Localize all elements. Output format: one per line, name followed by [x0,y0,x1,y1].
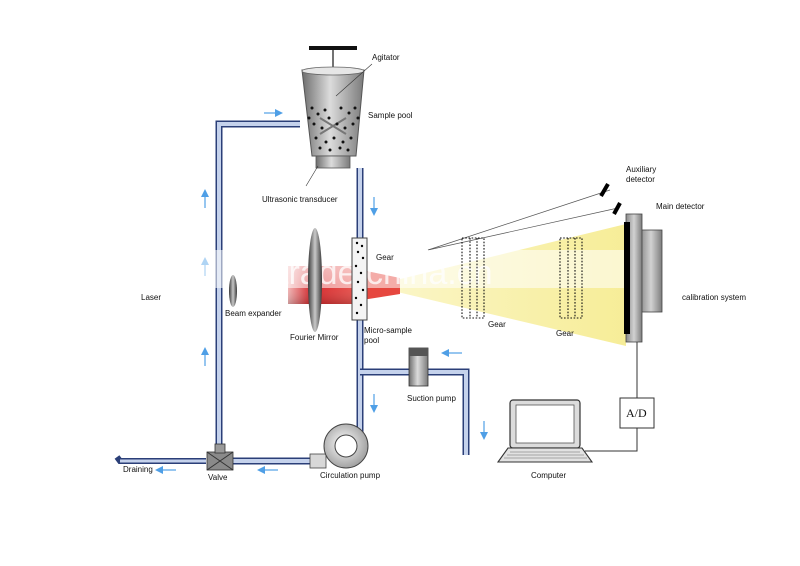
ad-converter [619,397,655,429]
label-ultrasonic-transducer: Ultrasonic transducer [262,195,338,204]
sample-pool-tank [301,46,365,169]
label-micro-sample-pool-1: Micro-sample [364,326,413,335]
suction-pump [408,347,429,387]
arrow-up-1 [201,189,209,208]
label-gear-middle: Gear [488,320,506,329]
computer-cable [585,428,638,452]
arrow-left-bottom [257,466,278,474]
label-gear-right: Gear [556,329,574,338]
auxiliary-detector [599,182,622,215]
label-auxiliary-detector-2: detector [626,175,655,184]
arrow-down-1 [370,197,378,216]
label-circulation-pump: Circulation pump [320,471,381,480]
label-agitator: Agitator [372,53,400,62]
arrow-down-2 [370,394,378,413]
calibration-system [625,213,663,343]
label-gear-top: Gear [376,253,394,262]
fourier-mirror [308,228,322,332]
arrow-left-suction [441,349,462,357]
arrow-left-drain [155,466,176,474]
arrow-right-top [264,109,283,117]
gear-middle [461,237,485,319]
arrow-down-suction [480,421,488,440]
valve [206,443,234,471]
circulation-pump [309,423,369,469]
main-detector [624,222,630,334]
label-draining: Draining [123,465,153,474]
gear-right [559,237,583,319]
micro-sample-pool [351,237,368,321]
aux-ray-2 [427,207,619,251]
label-auxiliary-detector-1: Auxiliary [626,165,656,174]
aux-ray-1 [427,189,611,251]
label-fourier-mirror: Fourier Mirror [290,333,339,342]
computer [496,399,594,463]
label-calibration-system: calibration system [682,293,746,302]
label-sample-pool: Sample pool [368,111,413,120]
beam-expander [229,275,237,307]
label-suction-pump: Suction pump [407,394,456,403]
label-main-detector: Main detector [656,202,705,211]
label-valve: Valve [208,473,228,482]
ultrasonic-leader [305,165,319,187]
label-micro-sample-pool-2: pool [364,336,379,345]
agitator-leader [335,63,373,97]
label-computer: Computer [531,471,566,480]
watermark-band [0,250,800,288]
ad-converter-label: A/D [626,406,647,420]
label-beam-expander: Beam expander [225,309,282,318]
label-laser: Laser [141,293,161,302]
arrow-up-3 [201,347,209,366]
